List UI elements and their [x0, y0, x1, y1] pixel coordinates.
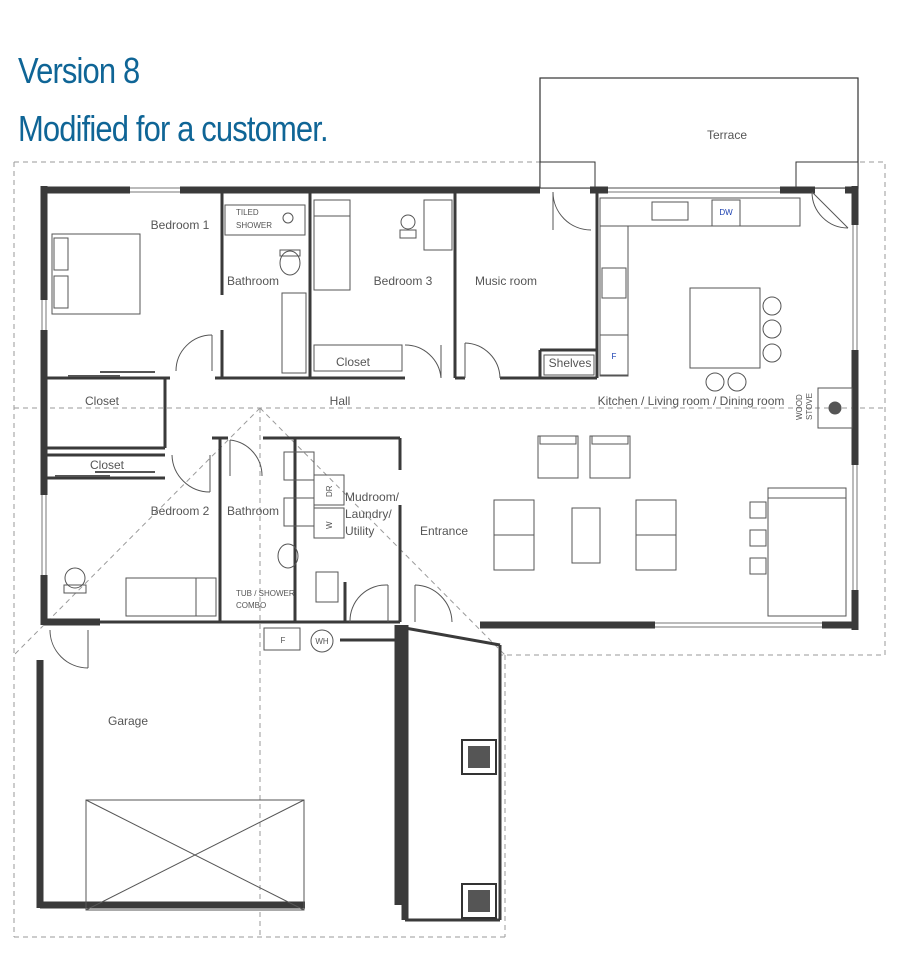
- post-right: [468, 890, 490, 912]
- label-wood-stove-1: WOOD: [795, 394, 804, 420]
- label-washer: W: [325, 521, 334, 529]
- label-closet-left: Closet: [85, 394, 120, 408]
- label-tiled-shower-1: TILED: [236, 208, 259, 217]
- label-dryer: DR: [325, 485, 334, 497]
- label-mudroom-2: Laundry/: [345, 507, 392, 521]
- label-closet-bedroom-2: Closet: [90, 458, 125, 472]
- exterior-walls: [36, 186, 859, 920]
- label-mudroom-1: Mudroom/: [345, 490, 400, 504]
- label-kitchen-living-dining: Kitchen / Living room / Dining room: [598, 394, 785, 408]
- doors: [49, 191, 849, 669]
- plan-title: Version 8: [18, 50, 140, 91]
- label-tub-shower-1: TUB / SHOWER: [236, 589, 295, 598]
- furniture: [51, 197, 853, 919]
- terrace: [539, 77, 859, 189]
- label-wood-stove-2: STOVE: [805, 393, 814, 420]
- roof-outline: [13, 161, 886, 938]
- post-left: [468, 746, 490, 768]
- label-tiled-shower-2: SHOWER: [236, 221, 272, 230]
- plan-subtitle: Modified for a customer.: [18, 108, 329, 149]
- label-furnace: F: [281, 636, 286, 645]
- interior-walls: [44, 190, 599, 922]
- label-water-heater: WH: [315, 637, 329, 646]
- label-music-room: Music room: [475, 274, 537, 288]
- label-closet-bedroom-3: Closet: [336, 355, 371, 369]
- closet-doors: [55, 371, 155, 477]
- windows: [41, 187, 858, 628]
- label-bedroom-2: Bedroom 2: [151, 504, 210, 518]
- label-fridge: F: [612, 352, 617, 361]
- label-terrace: Terrace: [707, 128, 747, 142]
- label-bedroom-1: Bedroom 1: [151, 218, 210, 232]
- label-dishwasher: DW: [719, 208, 733, 217]
- label-shelves: Shelves: [549, 356, 592, 370]
- label-bathroom-bottom: Bathroom: [227, 504, 279, 518]
- label-garage: Garage: [108, 714, 148, 728]
- label-mudroom-3: Utility: [345, 524, 374, 538]
- label-hall: Hall: [330, 394, 351, 408]
- label-tub-shower-2: COMBO: [236, 601, 266, 610]
- label-entrance: Entrance: [420, 524, 468, 538]
- label-bathroom-top: Bathroom: [227, 274, 279, 288]
- label-bedroom-3: Bedroom 3: [374, 274, 433, 288]
